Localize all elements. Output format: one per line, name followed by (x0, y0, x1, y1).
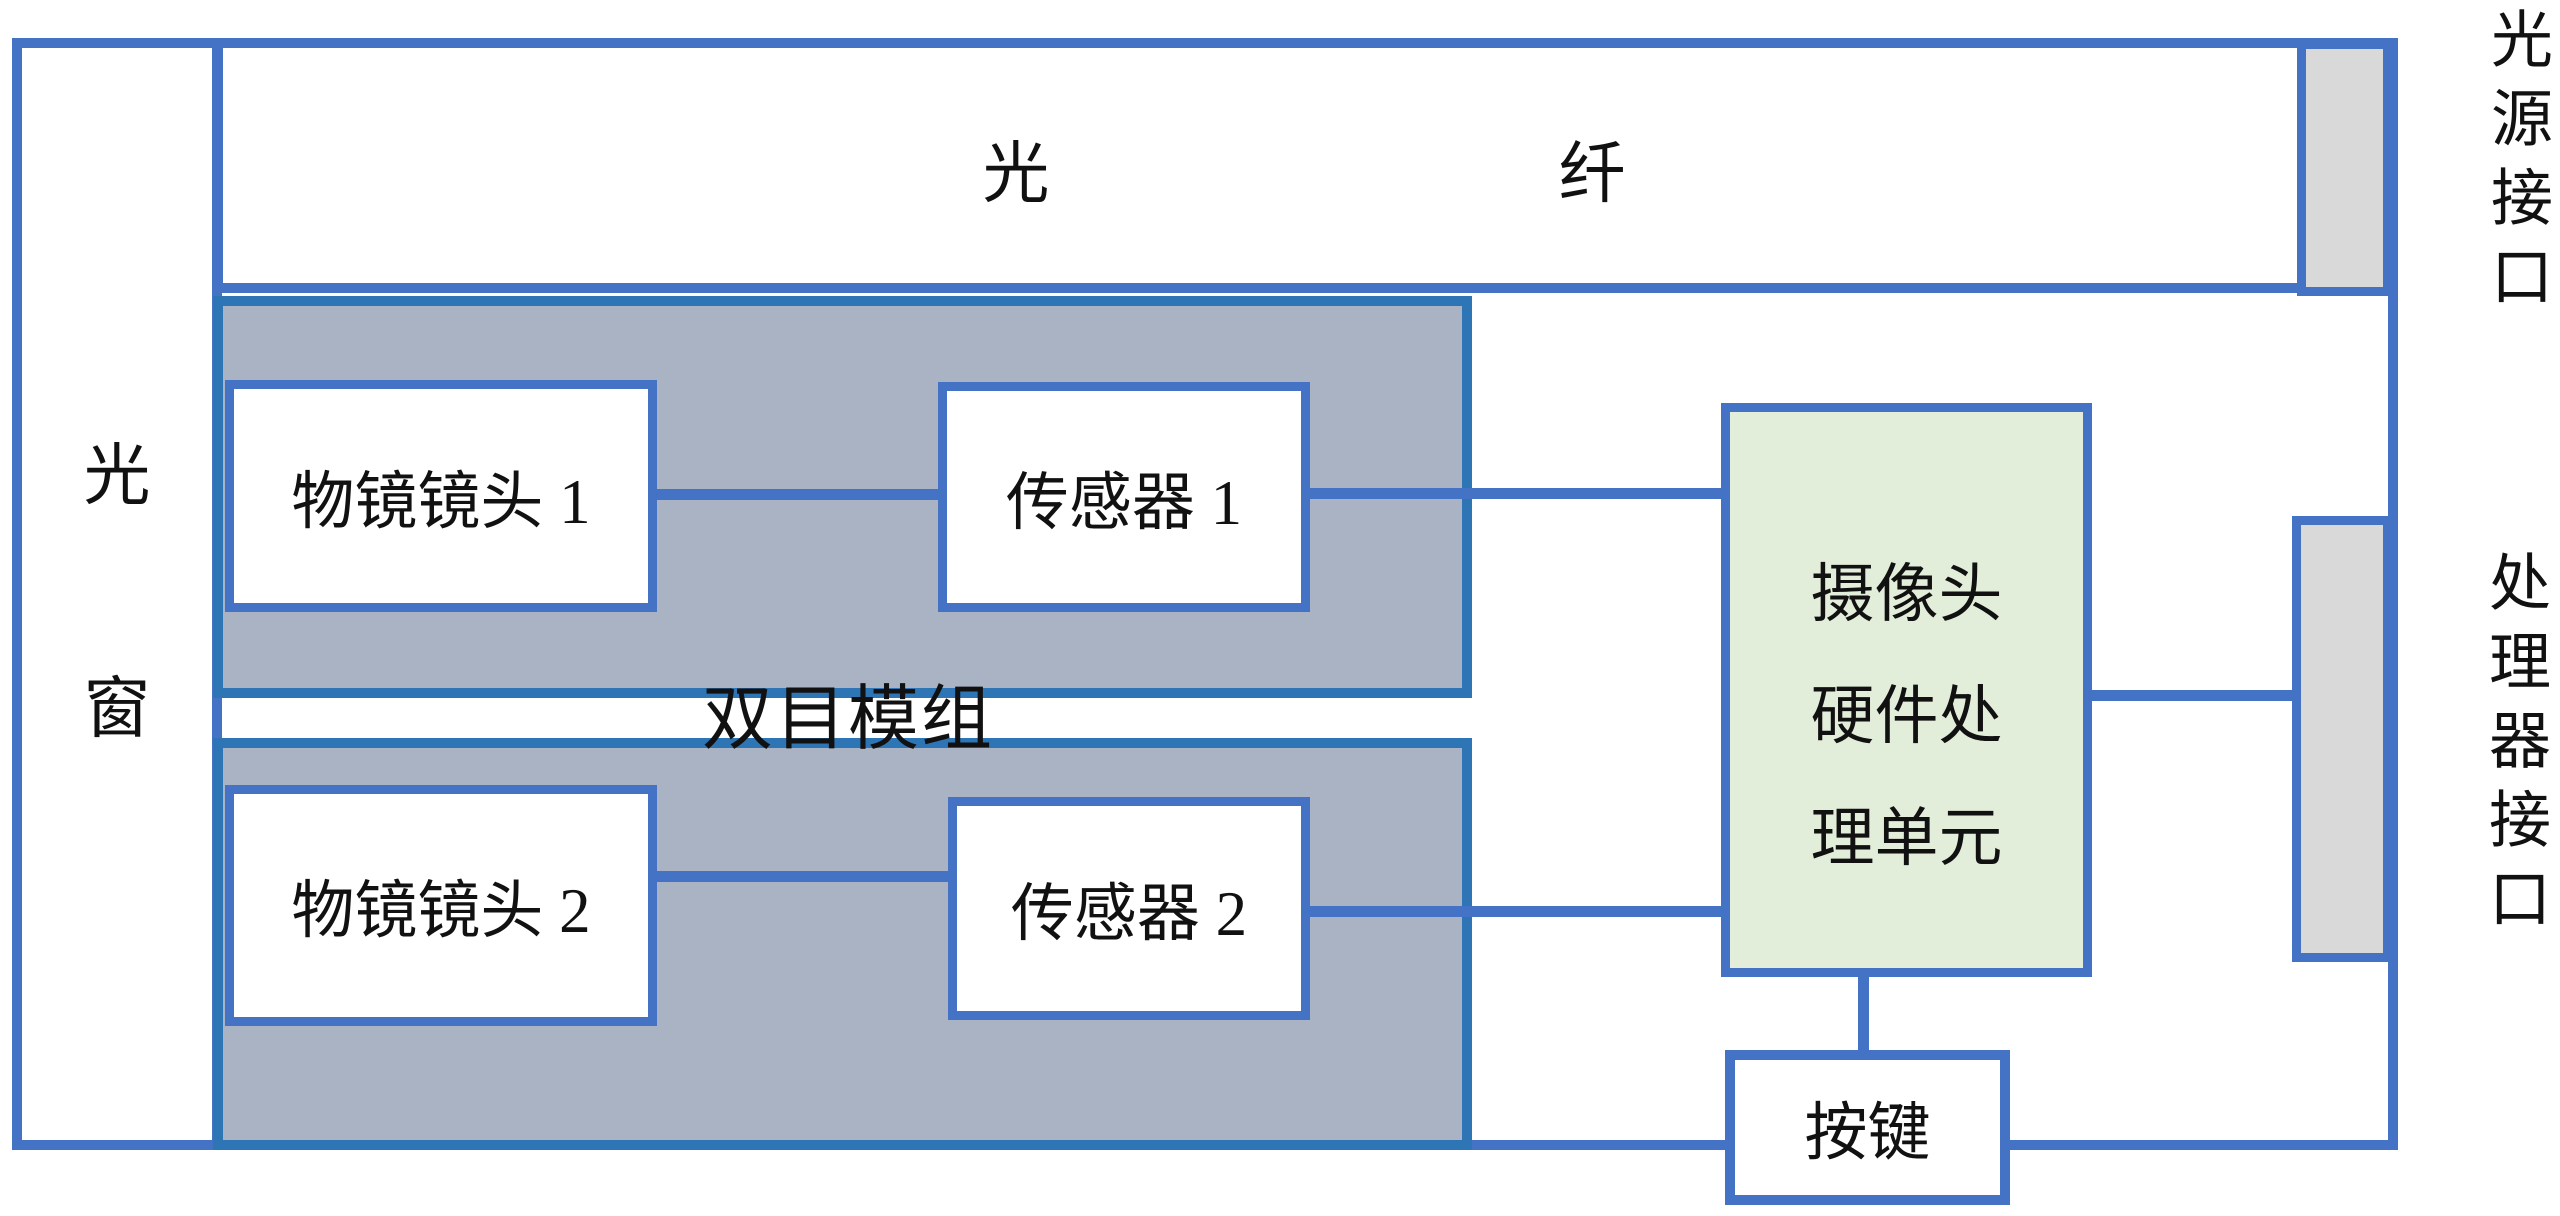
light-window-label-top: 光 (83, 439, 151, 514)
objective-lens-2-box: 物镜镜头 2 (225, 785, 657, 1026)
button-box: 按键 (1725, 1050, 2010, 1205)
camera-processing-unit-label-line1: 摄像头 (1810, 559, 2003, 630)
light-source-port-label: 光源接口 (2481, 7, 2549, 323)
line-processing-unit-to-button (1858, 973, 1869, 1053)
light-source-connector (2297, 40, 2392, 296)
camera-processing-unit-label-line2: 硬件处 (1810, 681, 2003, 752)
line-sensor2-to-processing-unit (1308, 906, 1723, 917)
objective-lens-2-label: 物镜镜头 2 (291, 876, 591, 946)
camera-processing-unit-box: 摄像头 硬件处 理单元 (1721, 403, 2092, 977)
objective-lens-1-label: 物镜镜头 1 (291, 466, 591, 537)
line-lens2-to-sensor2 (655, 871, 950, 882)
light-window-label-bottom: 窗 (83, 672, 151, 747)
optical-fiber-band (213, 38, 2398, 293)
binocular-module-label: 双目模组 (701, 681, 995, 759)
light-window-box (12, 38, 222, 1150)
optical-fiber-label-left: 光 (982, 137, 1050, 212)
sensor-1-box: 传感器 1 (938, 382, 1310, 612)
optical-fiber-label-right: 纤 (1558, 137, 1626, 212)
processor-port-label: 处理器接口 (2479, 550, 2547, 945)
line-processing-unit-to-processor-port (2088, 690, 2294, 701)
sensor-2-box: 传感器 2 (948, 797, 1310, 1020)
objective-lens-1-box: 物镜镜头 1 (225, 380, 657, 612)
line-sensor1-to-processing-unit (1308, 488, 1723, 499)
camera-processing-unit-label-line3: 理单元 (1810, 803, 2003, 874)
sensor-1-label: 传感器 1 (1005, 467, 1243, 538)
line-lens1-to-sensor1 (655, 489, 940, 500)
button-label: 按键 (1804, 1098, 1931, 1168)
sensor-2-label: 传感器 2 (1010, 879, 1248, 949)
processor-connector (2292, 516, 2392, 962)
